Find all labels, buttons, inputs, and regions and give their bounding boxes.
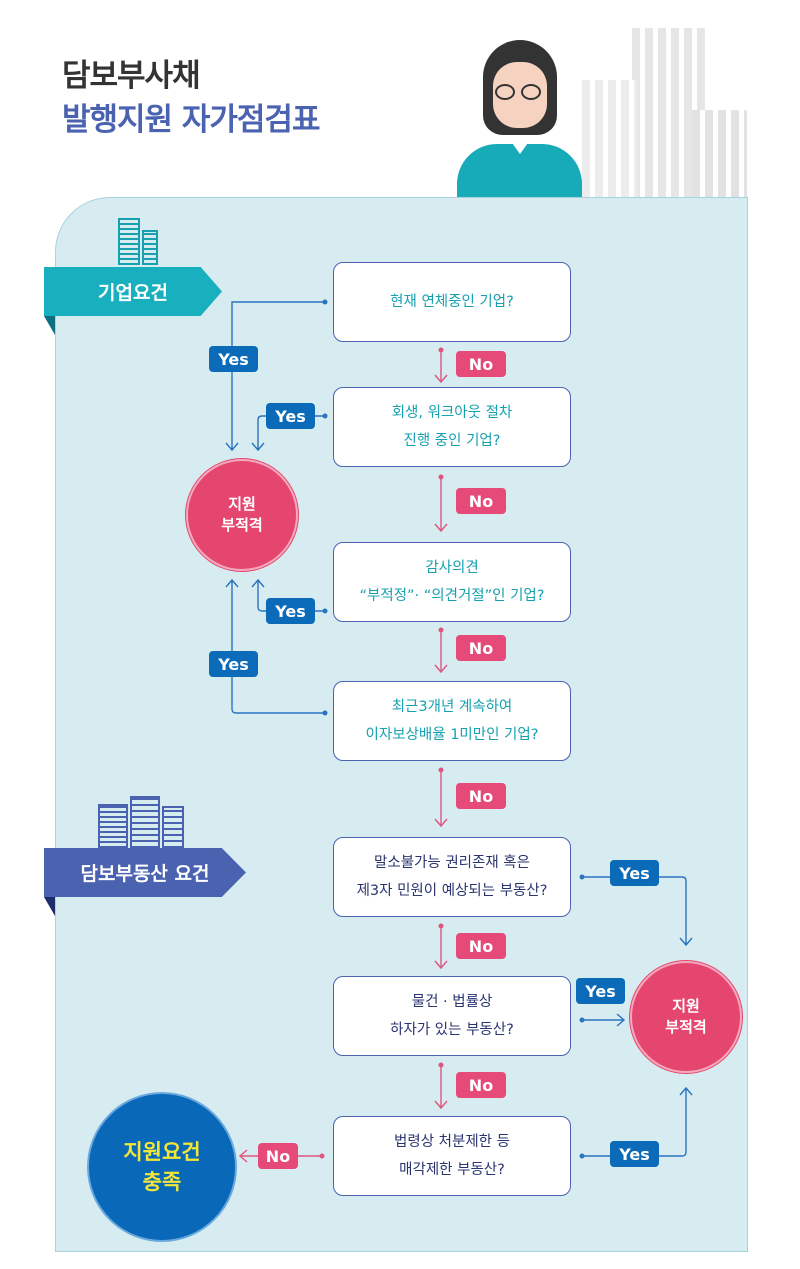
question-text: 말소불가능 권리존재 혹은 [374, 855, 530, 871]
yes-dots [322, 299, 585, 1159]
question-text: 물건 · 법률상 [411, 994, 493, 1010]
question-text: 매각제한 부동산? [399, 1162, 505, 1178]
no-label: No [456, 351, 506, 377]
no-label: No [456, 783, 506, 809]
yes-label: Yes [209, 346, 258, 372]
tab-fold [44, 316, 55, 335]
outcome-text: 지원 [672, 997, 700, 1015]
outcome-text: 지원요건 [123, 1140, 201, 1164]
title-line1: 담보부사채 [62, 58, 201, 94]
question-text: 법령상 처분제한 등 [394, 1134, 510, 1150]
office-building-icon [116, 218, 162, 266]
no-label: No [456, 1072, 506, 1098]
question-text: 이자보상배율 1미만인 기업? [365, 727, 539, 743]
no-label: No [456, 933, 506, 959]
question-text: 현재 연체중인 기업? [390, 294, 514, 310]
title-line2: 발행지원 자가점검표 [62, 102, 320, 138]
question-text: 하자가 있는 부동산? [390, 1022, 514, 1038]
question-text: “부적정”· “의견거절”인 기업? [359, 588, 545, 604]
outcome-text: 충족 [142, 1170, 182, 1194]
question-text: 감사의견 [425, 560, 479, 576]
no-label: No [456, 488, 506, 514]
no-connectors [238, 350, 448, 1163]
no-label: No [456, 635, 506, 661]
no-dots [319, 347, 444, 1159]
no-label: No [258, 1143, 298, 1169]
question-text: 진행 중인 기업? [403, 433, 501, 449]
question-text: 회생, 워크아웃 절차 [391, 405, 513, 421]
city-buildings-illustration [582, 28, 752, 198]
outcome-text: 부적격 [221, 516, 263, 534]
tab-fold [44, 897, 55, 916]
apartment-buildings-icon [98, 796, 186, 848]
question-box-overdue: 현재 연체중인 기업? [333, 262, 571, 342]
yes-label: Yes [266, 598, 315, 624]
yes-label: Yes [266, 403, 315, 429]
question-text: 제3자 민원이 예상되는 부동산? [356, 883, 548, 899]
yes-label: Yes [610, 860, 659, 886]
question-box-audit-opinion: 감사의견 “부적정”· “의견거절”인 기업? [333, 542, 571, 622]
yes-label: Yes [209, 651, 258, 677]
section-tab-collateral: 담보부동산 요건 [44, 848, 246, 897]
yes-label: Yes [576, 978, 625, 1004]
outcome-text: 부적격 [665, 1018, 707, 1036]
question-text: 최근3개년 계속하여 [391, 699, 513, 715]
section-tab-company: 기업요건 [44, 267, 222, 316]
yes-label: Yes [610, 1141, 659, 1167]
outcome-text: 지원 [228, 495, 256, 513]
person-illustration [455, 40, 585, 198]
